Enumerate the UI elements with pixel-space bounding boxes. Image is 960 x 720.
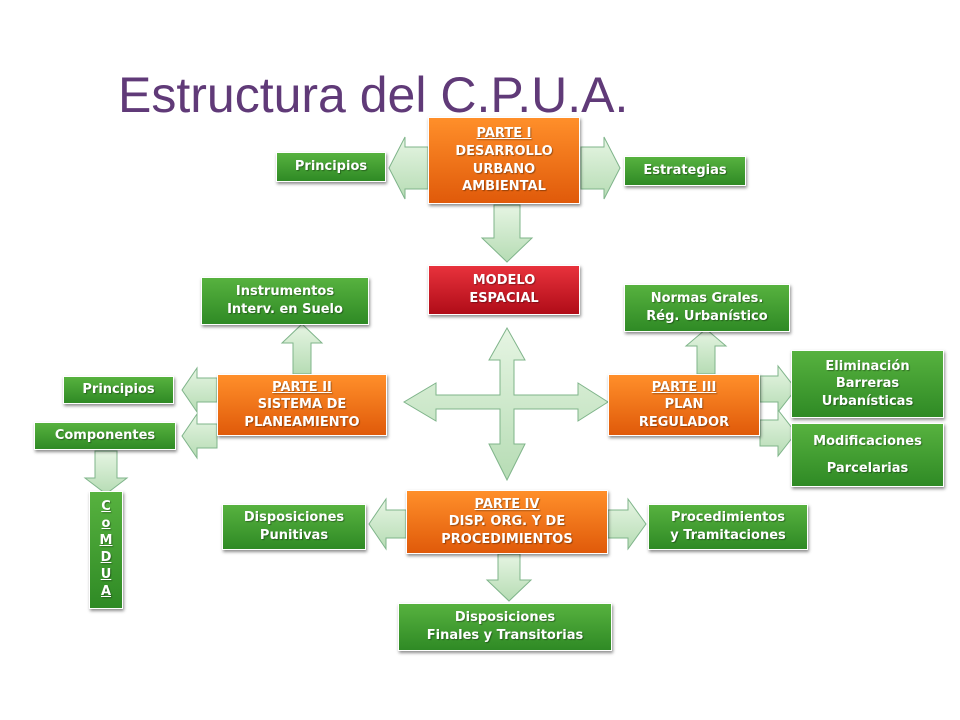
modificaciones-line1: Modificaciones: [813, 433, 922, 449]
arrow-parte2-instrumentos: [280, 323, 324, 375]
procedimientos-line1: Procedimientos: [670, 510, 786, 526]
finales-line1: Disposiciones: [454, 610, 556, 626]
principios-top-label: Principios: [294, 159, 368, 175]
normas-box: Normas Grales. Rég. Urbanístico: [624, 284, 790, 332]
page-title: Estructura del C.P.U.A.: [118, 67, 629, 123]
arrow-cross-center: [403, 326, 609, 482]
arrow-componentes-comdua: [83, 450, 129, 495]
parte2-heading: PARTE II: [272, 379, 332, 395]
comdua-letter: U: [100, 566, 112, 582]
arrow-parte1-estrategias: [580, 136, 621, 200]
parte4-line2: DISP. ORG. Y DE: [448, 514, 566, 530]
parte1-line2: DESARROLLO: [455, 143, 553, 159]
finales-line2: Finales y Transitorias: [426, 628, 584, 643]
modificaciones-box: Modificaciones Parcelarias: [791, 423, 944, 487]
parte1-box: PARTE I DESARROLLO URBANO AMBIENTAL: [428, 117, 580, 204]
procedimientos-box: Procedimientos y Tramitaciones: [648, 504, 808, 550]
instrumentos-line1: Instrumentos: [235, 284, 335, 300]
eliminacion-box: Eliminación Barreras Urbanísticas: [791, 350, 944, 418]
principios-left-box: Principios: [63, 376, 174, 404]
principios-left-label: Principios: [82, 382, 155, 398]
arrow-parte2-principios: [181, 366, 218, 414]
comdua-letter: C: [101, 499, 111, 515]
modificaciones-line2: Parcelarias: [826, 461, 909, 476]
comdua-letter: A: [100, 583, 112, 599]
comdua-letter: o: [101, 516, 111, 532]
componentes-box: Componentes: [34, 422, 176, 450]
parte3-line2: PLAN: [664, 397, 704, 413]
normas-line1: Normas Grales.: [650, 291, 764, 307]
eliminacion-line2: Barreras: [835, 376, 900, 392]
parte2-line3: PLANEAMIENTO: [244, 414, 360, 430]
arrow-parte1-modelo: [480, 204, 534, 263]
normas-line2: Rég. Urbanístico: [646, 309, 768, 324]
comdua-letter: D: [100, 550, 112, 565]
punitivas-line1: Disposiciones: [243, 510, 345, 526]
parte1-line4: AMBIENTAL: [462, 179, 546, 195]
instrumentos-line2: Interv. en Suelo: [227, 302, 343, 317]
parte3-line3: REGULADOR: [638, 414, 730, 430]
parte2-line2: SISTEMA DE: [257, 397, 347, 413]
estrategias-label: Estrategias: [643, 163, 727, 179]
comdua-letter: M: [99, 533, 113, 549]
parte4-box: PARTE IV DISP. ORG. Y DE PROCEDIMIENTOS: [406, 490, 608, 554]
eliminacion-line1: Eliminación: [825, 358, 910, 374]
disp-punitivas-box: Disposiciones Punitivas: [222, 504, 366, 550]
parte3-heading: PARTE III: [651, 379, 717, 395]
arrow-parte2-componentes: [181, 412, 218, 460]
modelo-line2: ESPACIAL: [469, 291, 539, 306]
parte1-heading: PARTE I: [476, 126, 532, 142]
componentes-label: Componentes: [54, 428, 156, 444]
parte2-box: PARTE II SISTEMA DE PLANEAMIENTO: [217, 374, 387, 436]
arrow-parte3-eliminacion: [759, 364, 797, 414]
arrow-parte1-principios: [388, 136, 429, 200]
eliminacion-line3: Urbanísticas: [821, 393, 914, 409]
procedimientos-line2: y Tramitaciones: [670, 528, 786, 543]
instrumentos-box: Instrumentos Interv. en Suelo: [201, 277, 369, 325]
modelo-line1: MODELO: [472, 273, 536, 289]
parte4-line3: PROCEDIMIENTOS: [441, 531, 573, 547]
arrow-parte4-punitivas: [368, 497, 407, 551]
arrow-parte3-normas: [684, 328, 728, 375]
modelo-espacial-box: MODELO ESPACIAL: [428, 265, 580, 315]
parte3-box: PARTE III PLAN REGULADOR: [608, 374, 760, 436]
estrategias-box: Estrategias: [624, 156, 746, 186]
arrow-parte4-procedimientos: [607, 497, 647, 551]
comdua-box: C o M D U A: [89, 491, 123, 609]
disp-finales-box: Disposiciones Finales y Transitorias: [398, 603, 612, 651]
arrow-parte3-modificaciones: [759, 408, 797, 458]
principios-top-box: Principios: [276, 152, 386, 182]
arrow-parte4-finales: [485, 553, 533, 602]
parte4-heading: PARTE IV: [474, 496, 540, 512]
punitivas-line2: Punitivas: [259, 528, 329, 543]
parte1-line3: URBANO: [472, 161, 536, 177]
